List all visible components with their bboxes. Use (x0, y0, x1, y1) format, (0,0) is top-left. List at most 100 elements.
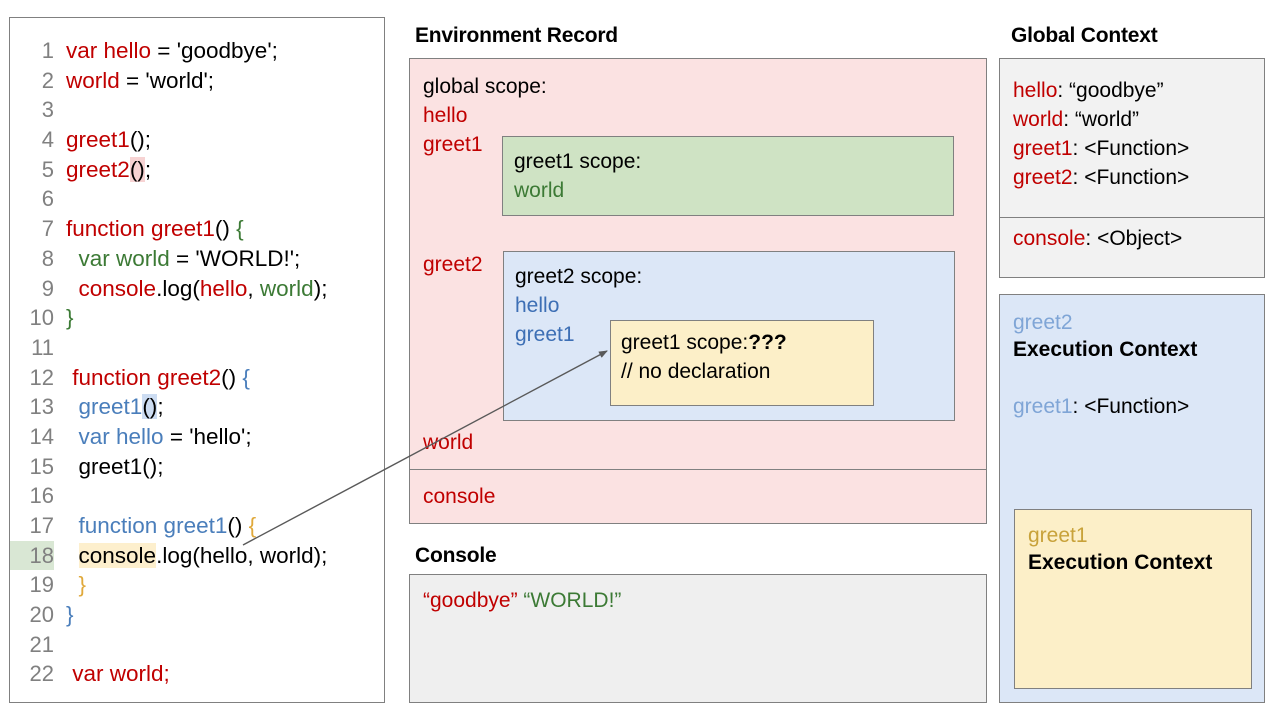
global-context-separator: : (1057, 79, 1070, 102)
code-line-content: var hello = 'hello'; (54, 424, 252, 449)
console-output-line: “goodbye” “WORLD!” (423, 589, 621, 613)
code-line-content: console.log(hello, world); (54, 275, 328, 301)
greet1-execution-context-title: Execution Context (1028, 551, 1213, 574)
global-context-key: greet2 (1013, 166, 1073, 189)
code-token: var world (66, 245, 170, 271)
global-context-entries: hello: “goodbye” world: “world” greet1: … (1000, 59, 1264, 217)
greet2-execution-context-box: greet2 Execution Context greet1: <Functi… (999, 294, 1265, 703)
nested-scope-comment: // no declaration (621, 360, 771, 383)
code-line-number: 21 (29, 631, 54, 657)
code-token: ; (144, 156, 152, 182)
code-line-content: var world = 'WORLD!'; (54, 245, 301, 271)
greet2-scope-binding-hello: hello (515, 294, 560, 317)
code-token: var world; (66, 661, 170, 687)
env-binding-world: world (423, 431, 474, 454)
greet2-scope-box: greet2 scope: hello greet1 greet1 scope:… (503, 251, 955, 421)
code-token: = 'world'; (119, 67, 215, 93)
code-line-content: } (54, 572, 87, 598)
code-token: greet1(); (66, 453, 164, 479)
code-line[interactable]: 6 (10, 184, 384, 214)
global-context-title: Global Context (1011, 24, 1158, 47)
code-line[interactable]: 13 greet1(); (10, 392, 384, 422)
code-line-number: 10 (29, 305, 54, 331)
code-line-content: greet1(); (54, 454, 164, 479)
global-context-separator: : (1085, 227, 1098, 250)
global-context-value: “world” (1074, 108, 1140, 131)
code-line-number: 20 (29, 602, 54, 628)
code-line[interactable]: 15 greet1(); (10, 452, 384, 482)
code-line-number: 8 (41, 245, 54, 271)
code-line-number: 6 (41, 186, 54, 212)
code-line[interactable]: 9 console.log(hello, world); (10, 274, 384, 304)
code-line[interactable]: 19 } (10, 570, 384, 600)
global-context-value: <Function> (1084, 166, 1190, 189)
global-context-key: greet1 (1013, 137, 1073, 160)
code-line-number: 17 (29, 513, 54, 538)
code-token: } (66, 572, 87, 598)
code-line-number: 1 (41, 38, 54, 63)
code-line[interactable]: 12 function greet2() { (10, 363, 384, 393)
code-line-content (54, 97, 66, 122)
code-line-content: greet1(); (54, 127, 151, 152)
code-line[interactable]: 18 console.log(hello, world); (10, 540, 384, 571)
code-token: world (66, 67, 120, 93)
environment-record-box: global scope: hello greet1 greet2 world … (409, 58, 987, 524)
code-token: hello (199, 275, 248, 301)
greet1-execution-context-box: greet1 Execution Context (1014, 509, 1252, 689)
greet1-scope-binding-world: world (514, 179, 565, 202)
code-line[interactable]: 17 function greet1() { (10, 511, 384, 541)
greet1-execution-context-name: greet1 (1028, 524, 1088, 547)
execution-context-entry-key: greet1 (1013, 395, 1073, 418)
greet1-scope-title: greet1 scope: (514, 150, 642, 173)
code-line[interactable]: 21 (10, 630, 384, 660)
environment-record-title: Environment Record (415, 24, 618, 47)
code-line-number: 15 (29, 453, 54, 479)
code-line-number: 2 (41, 67, 54, 93)
code-line[interactable]: 20} (10, 600, 384, 630)
code-token: () (221, 364, 243, 390)
global-context-row-console: console: <Object> (1013, 227, 1182, 251)
code-line[interactable]: 11 (10, 333, 384, 363)
code-line-content: } (54, 305, 74, 330)
code-line[interactable]: 8 var world = 'WORLD!'; (10, 244, 384, 274)
code-line-number: 16 (29, 483, 54, 509)
code-line-content: var hello = 'goodbye'; (54, 38, 278, 63)
code-line[interactable]: 10} (10, 303, 384, 333)
code-line-number: 7 (41, 216, 54, 242)
global-context-row: greet1: <Function> (1013, 137, 1189, 161)
code-line-content (54, 335, 66, 360)
code-token: ); (313, 275, 328, 301)
greet2-scope-title: greet2 scope: (515, 265, 643, 288)
code-line-content: world = 'world'; (54, 68, 214, 93)
global-context-value: <Function> (1084, 137, 1190, 160)
code-token: (); (129, 127, 152, 153)
code-token: } (66, 305, 74, 331)
console-output-item-1: “WORLD!” (523, 589, 622, 612)
console-output-box: “goodbye” “WORLD!” (409, 574, 987, 703)
global-scope-label: global scope: (423, 75, 547, 98)
global-scope-region: global scope: hello greet1 greet2 world … (410, 59, 986, 469)
code-line-number: 13 (29, 394, 54, 420)
code-token: = 'goodbye'; (151, 38, 278, 63)
code-line-number: 11 (31, 334, 54, 360)
code-line[interactable]: 14 var hello = 'hello'; (10, 422, 384, 452)
env-binding-console: console (423, 485, 496, 508)
code-line-number: 19 (29, 572, 54, 598)
code-token: world (259, 275, 314, 301)
code-line[interactable]: 16 (10, 481, 384, 511)
console-output-item-0: “goodbye” (423, 589, 518, 612)
code-line[interactable]: 3 (10, 95, 384, 125)
code-token: function greet2 (66, 364, 222, 390)
code-token: () (142, 394, 158, 420)
code-line[interactable]: 22 var world; (10, 659, 384, 689)
global-context-separator: : (1063, 108, 1075, 131)
env-binding-greet1: greet1 (423, 133, 483, 156)
code-token: .log(hello, world); (156, 542, 328, 568)
